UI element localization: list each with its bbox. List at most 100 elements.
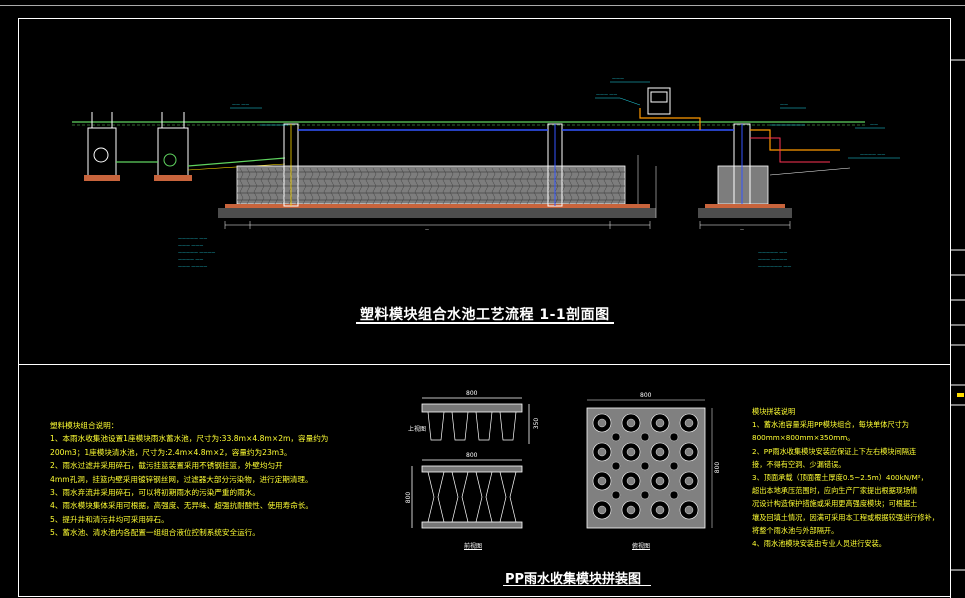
svg-text:—————— ——: —————— —— [758,264,791,269]
left-note-line: 2、雨水过滤井采用碎石，截污挂篮装置采用不锈钢挂篮，外壁均匀开 [50,461,283,471]
module-leg [427,471,445,523]
module-hatch [463,167,468,205]
module-hatch [386,167,391,205]
module-small-hole [611,432,621,442]
svg-text:———— ——: ———— —— [178,257,203,262]
right-note-line: 将整个雨水池与外部隔开。 [752,525,839,535]
module-hatch [547,167,552,205]
module-hatch [400,167,405,205]
right-notes: 模块拼装说明 1、蓄水池容量采用PP模块组合，每块单体尺寸为 800mm×800… [752,405,939,550]
svg-text:————— ————: ————— ———— [178,250,215,255]
module-hatch [533,167,538,205]
module-top-view [421,397,530,444]
module-hatch [260,167,265,205]
svg-text:——— ———: ——— ——— [178,243,203,248]
control-box [647,87,671,115]
module-hatch [596,167,601,205]
svg-text:——— ——: ——— —— [596,92,617,97]
left-note-line: 200m3；1座模块清水池，尺寸为:2.4m×4.8m×2，容量约为23m3。 [50,447,292,457]
left-notes: 塑料模块组合说明： 1、本雨水收集池设置1座模块雨水蓄水池，尺寸为:33.8m×… [50,419,328,540]
module-hatch [344,167,349,205]
clear-water-pool [698,123,792,218]
module-cone [427,411,445,441]
module-hole-core [655,418,665,428]
svg-text:—— ——: —— —— [232,102,249,107]
right-note-line: 1、蓄水池容量采用PP模块组合，每块单体尺寸为 [752,420,909,430]
left-note-line: 1、本雨水收集池设置1座模块雨水蓄水池，尺寸为:33.8m×4.8m×2m，容量… [50,434,329,444]
module-hole-core [684,476,694,486]
right-note-line: 4、雨水池模块安装由专业人员进行安装。 [752,539,886,549]
module-hole-core [684,505,694,515]
module-hatch [295,167,300,205]
assembly-title: PP雨水收集模块拼装图 [505,572,642,587]
module-leg [499,471,517,523]
module-hole-core [597,418,607,428]
right-note-line: 接，不得有空洞、少漏错误。 [752,459,846,469]
dim-plan-width: 800 [640,392,652,399]
drawing-frame [0,5,965,598]
left-notes-heading: 塑料模块组合说明： [50,421,119,430]
module-hatch [610,167,615,205]
module-hole-core [655,505,665,515]
module-hatch [505,167,510,205]
module-hatch [442,167,447,205]
module-hatch [568,167,573,205]
module-hatch [603,167,608,205]
module-hatch [470,167,475,205]
module-hatch [526,167,531,205]
module-hatch [561,167,566,205]
left-note-line: 5、蓄水池、清水池内各配置一组组合液位控制系统安全运行。 [50,528,260,538]
module-hatch [512,167,517,205]
main-tank [218,165,656,218]
transfer-pipe [187,157,286,167]
module-hatch [379,167,384,205]
module-small-hole [611,461,621,471]
module-hatch [351,167,356,205]
module-hatch [239,167,244,205]
module-hole-core [655,447,665,457]
module-hatch [456,167,461,205]
module-hatch [309,167,314,205]
module-hatch [428,167,433,205]
module-hatch [302,167,307,205]
module-small-hole [669,432,679,442]
module-hatch [358,167,363,205]
module-hatch [372,167,377,205]
right-note-line: 3、顶面承载（顶面覆土厚度0.5~2.5m）400kN/M²， [752,473,928,483]
module-hatch [435,167,440,205]
module-hatch [414,167,419,205]
inspection-well-left [283,123,299,207]
module-hatch [330,167,335,205]
module-cone [475,411,493,441]
module-hatch [316,167,321,205]
svg-text:——: —— [780,102,788,107]
left-note-line: 4、雨水模块集体采用可根据，高强度、无异味、超强抗耐酸性、使用寿命长。 [50,501,314,511]
module-hatch [246,167,251,205]
svg-text:———: ——— [612,76,624,81]
module-hatch [449,167,454,205]
module-hatch [575,167,580,205]
right-note-line: 2、PP雨水收集模块安装应保证上下左右模块间隔连 [752,446,917,456]
module-hatch [421,167,426,205]
dim-front-width: 800 [466,452,478,459]
front-view-label: 前视图 [464,543,483,550]
dim-front-height: 800 [405,491,413,504]
module-hole-core [684,447,694,457]
right-notes-heading: 模块拼装说明 [752,407,796,416]
svg-text:——— ————: ——— ———— [178,264,207,269]
svg-text:—: — [740,227,744,232]
module-hatch [589,167,594,205]
svg-text:————— ——: ————— —— [758,250,787,255]
module-small-hole [669,461,679,471]
left-note-line: 3、雨水弃流井采用碎石，可以将初期雨水的污染严重的雨水。 [50,488,260,498]
module-small-hole [640,432,650,442]
module-plan-view [586,399,713,529]
right-note-line: 超出本地承压范围时，应向生产厂家提出根据现场情 [752,486,918,496]
module-hatch [253,167,258,205]
module-hatch [617,167,622,205]
module-leg [475,471,493,523]
svg-text:———— ——: ———— —— [860,152,885,157]
module-hole-core [626,476,636,486]
right-note-line: 800mm×800mm×350mm。 [752,433,855,443]
